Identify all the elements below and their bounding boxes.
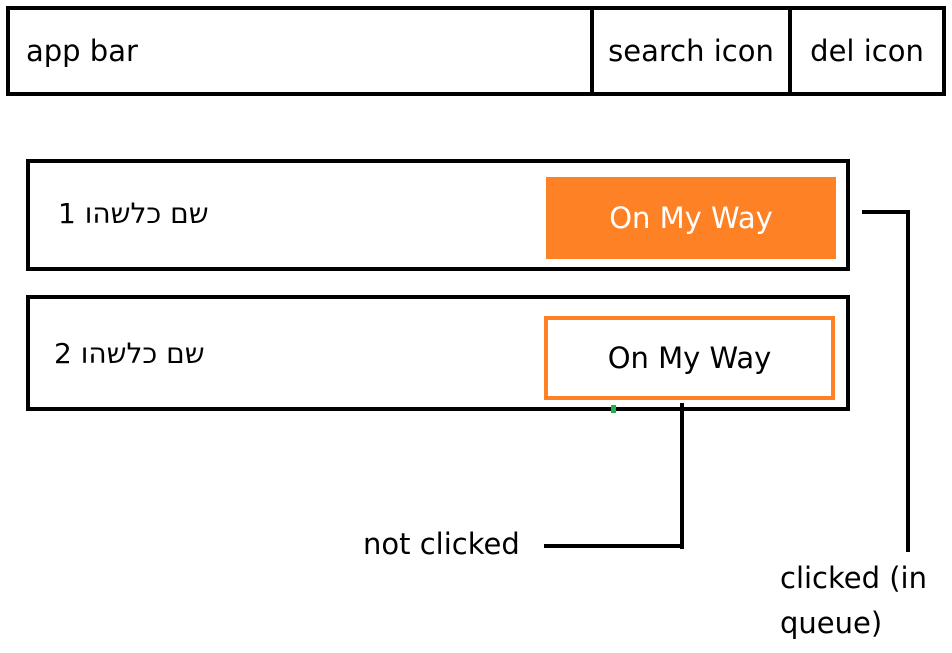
app-bar-title: app bar [10, 10, 594, 92]
clicked-connector-horizontal [862, 210, 910, 214]
list-item-name: שם כלשהו 1 [58, 197, 209, 230]
marker-dot [611, 405, 616, 413]
clicked-annotation: clicked (in queue) [780, 561, 927, 640]
on-my-way-button-clicked[interactable]: On My Way [546, 177, 836, 259]
clicked-connector-vertical [906, 210, 910, 552]
list-item: שם כלשהו 1 On My Way [26, 159, 850, 271]
not-clicked-annotation: not clicked [363, 527, 520, 561]
list-item: שם כלשהו 2 On My Way [26, 295, 850, 411]
search-icon[interactable]: search icon [594, 10, 792, 92]
not-clicked-connector-vertical [680, 403, 684, 549]
app-bar: app bar search icon del icon [6, 6, 946, 96]
not-clicked-connector-horizontal [544, 544, 684, 548]
delete-icon[interactable]: del icon [810, 34, 924, 68]
on-my-way-button-not-clicked[interactable]: On My Way [544, 316, 835, 400]
list-item-name: שם כלשהו 2 [54, 337, 205, 370]
